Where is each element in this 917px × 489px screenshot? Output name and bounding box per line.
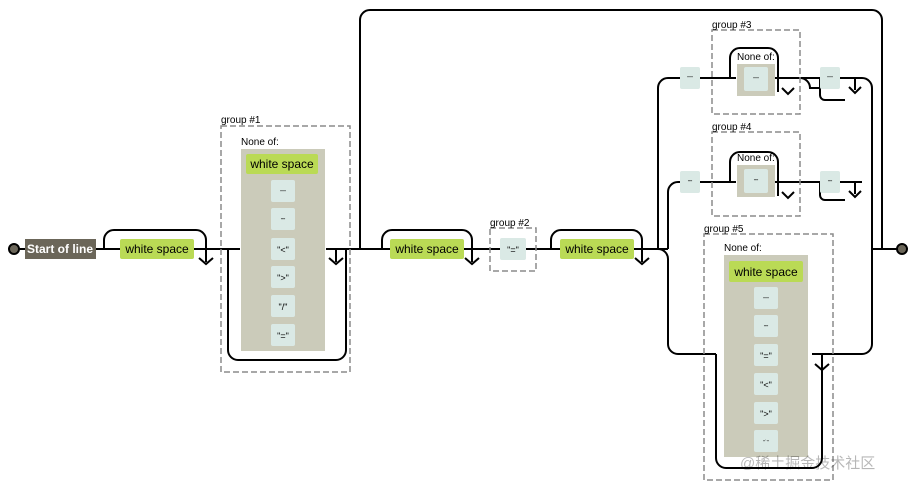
none-of-label: None of:: [241, 137, 279, 148]
literal-apostrophe: "'": [754, 179, 759, 185]
literal-quote-branch-1-end: """: [820, 67, 840, 89]
group-5: group #5 None of: white space """ "'" "=…: [703, 224, 834, 481]
literal-quote-branch-1: """: [680, 67, 700, 89]
literal-backtick: "`": [763, 440, 768, 446]
white-space-node-2: white space: [390, 239, 464, 259]
literal-apostrophe: "'": [688, 180, 693, 186]
white-space-node-3: white space: [560, 239, 634, 259]
literal-less-than: "<": [760, 380, 772, 390]
literal-apostrophe: "'": [764, 325, 769, 331]
white-space-label: white space: [124, 242, 189, 256]
group-4-label: group #4: [712, 122, 752, 133]
none-of-label: None of:: [737, 52, 775, 63]
group-5-label: group #5: [704, 224, 744, 235]
literal-greater-than: ">": [760, 409, 772, 419]
literal-equals: "=": [507, 245, 519, 255]
literal-quote: """: [827, 76, 833, 82]
literal-quote: """: [763, 297, 769, 303]
literal-greater-than: ">": [277, 273, 289, 283]
group-1-label: group #1: [221, 115, 261, 126]
start-of-line-node: Start of line: [25, 239, 96, 259]
start-terminal: [8, 243, 20, 255]
group-4: group #4 None of: "'": [711, 122, 801, 217]
literal-apostrophe-branch-2: "'": [680, 171, 700, 193]
none-of-label: None of:: [724, 243, 762, 254]
literal-apostrophe: "'": [281, 218, 286, 224]
white-space-node-1: white space: [120, 239, 194, 259]
literal-quote: """: [753, 77, 759, 83]
start-of-line-label: Start of line: [27, 242, 93, 256]
none-of-label: None of:: [737, 153, 775, 164]
literal-apostrophe-branch-2-end: "'": [820, 171, 840, 193]
group-3-label: group #3: [712, 20, 752, 31]
literal-quote: """: [280, 190, 286, 196]
white-space-label: white space: [394, 242, 459, 256]
literal-apostrophe: "'": [828, 180, 833, 186]
white-space-label: white space: [564, 242, 629, 256]
group-3: group #3 None of: """: [711, 20, 801, 115]
end-terminal: [896, 243, 908, 255]
literal-less-than: "<": [277, 245, 289, 255]
white-space-label: white space: [249, 157, 314, 171]
group-2-label: group #2: [490, 218, 530, 229]
literal-equals: "=": [760, 351, 772, 361]
literal-equals: "=": [277, 331, 289, 341]
group-2: group #2 "=": [489, 218, 537, 272]
white-space-label: white space: [733, 265, 798, 279]
literal-slash: "/": [279, 302, 288, 312]
watermark: @稀土掘金技术社区: [740, 455, 875, 472]
rails: [14, 9, 900, 469]
literal-quote: """: [687, 76, 693, 82]
group-1: group #1 None of: white space """ "'" "<…: [220, 115, 351, 373]
